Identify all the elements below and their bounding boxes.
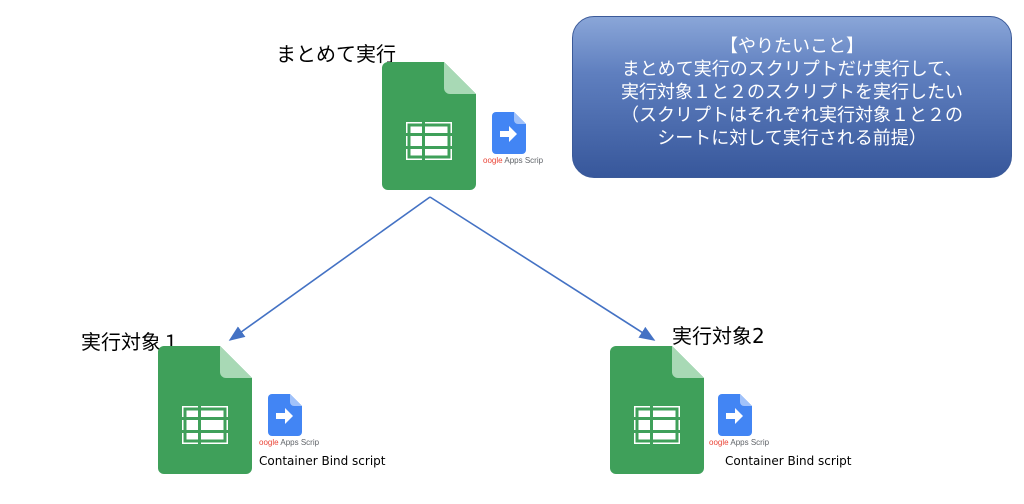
callout-line: 【やりたいこと】 xyxy=(720,36,864,57)
apps-script-icon xyxy=(492,112,526,158)
top-node-label: まとめて実行 xyxy=(276,42,396,66)
apps-script-wordmark: oogle Apps Scrip xyxy=(259,438,320,447)
target1-caption: Container Bind script xyxy=(259,454,386,468)
callout-line: （スクリプトはそれぞれ実行対象１と２の xyxy=(621,105,963,126)
callout-line: 実行対象１と２のスクリプトを実行したい xyxy=(621,82,963,103)
apps-script-icon xyxy=(718,394,752,440)
arrow-to-target2 xyxy=(429,196,656,341)
google-sheets-icon xyxy=(610,346,704,474)
callout-line: シートに対して実行される前提） xyxy=(657,128,927,149)
google-sheets-icon xyxy=(158,346,252,474)
goal-callout: 【やりたいこと】 まとめて実行のスクリプトだけ実行して、 実行対象１と２のスクリ… xyxy=(572,16,1012,178)
callout-line: まとめて実行のスクリプトだけ実行して、 xyxy=(621,59,963,80)
apps-script-wordmark: oogle Apps Scrip xyxy=(709,438,770,447)
target2-caption: Container Bind script xyxy=(725,454,852,468)
apps-script-icon xyxy=(268,394,302,440)
google-sheets-icon xyxy=(382,62,476,190)
apps-script-wordmark: oogle Apps Scrip xyxy=(483,156,544,165)
target2-label: 実行対象2 xyxy=(672,324,765,348)
arrow-to-target1 xyxy=(228,196,431,341)
